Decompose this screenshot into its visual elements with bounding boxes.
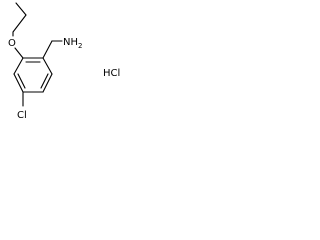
ring-bond-top-left bbox=[13, 57, 24, 75]
ring-bond-bottom-left bbox=[13, 73, 24, 93]
ring-bond-top-right bbox=[42, 57, 53, 75]
ring-double-bond-3 bbox=[17, 73, 26, 89]
benzyl-bond bbox=[42, 40, 53, 59]
amine-label-main: NH bbox=[63, 37, 78, 48]
chemical-structure-diagram: O NH2 Cl HCl bbox=[8, 2, 120, 121]
propyl-bond-2 bbox=[12, 14, 27, 33]
ring-bond-bottom-right bbox=[42, 73, 53, 93]
amine-label-subscript: 2 bbox=[78, 42, 82, 50]
ring-double-bond-2 bbox=[40, 73, 49, 89]
propyl-bond-1 bbox=[15, 2, 27, 16]
salt-label: HCl bbox=[103, 68, 120, 79]
oxygen-label: O bbox=[8, 38, 16, 49]
amine-label: NH2 bbox=[63, 37, 82, 50]
ether-bond bbox=[14, 47, 24, 59]
chlorine-label: Cl bbox=[17, 110, 27, 121]
